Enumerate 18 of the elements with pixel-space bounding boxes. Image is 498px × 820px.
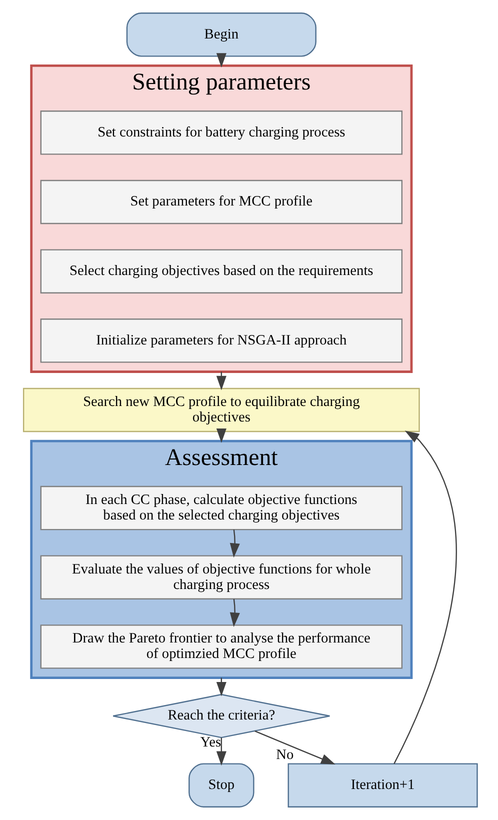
- node-box: Draw the Pareto frontier to analyse the performance of optimzied MCC profile: [40, 624, 402, 669]
- node-box: Iteration+1: [287, 763, 478, 808]
- arrow: [229, 530, 240, 558]
- node-box: Evaluate the values of objective functions for whole charging process: [40, 555, 402, 600]
- node-box: Set constraints for battery charging process: [40, 110, 402, 155]
- arrow: [216, 428, 226, 443]
- edge-label: No: [276, 747, 294, 763]
- node-diamond: Reach the criteria?: [112, 694, 330, 738]
- node-box: Select charging objectives based on the requirements: [40, 249, 402, 294]
- arrow: [216, 738, 226, 766]
- node-box: Initialize parameters for NSGA-II approach: [40, 318, 402, 363]
- node-box: Set parameters for MCC profile: [40, 180, 402, 224]
- arrow: [229, 598, 240, 627]
- node-box: In each CC phase, calculate objective functions based on the selected charging objectives: [40, 486, 402, 530]
- arrow: [216, 53, 226, 68]
- node-box: Stop: [188, 763, 254, 808]
- arrow: [254, 730, 335, 765]
- arrow: [393, 430, 456, 764]
